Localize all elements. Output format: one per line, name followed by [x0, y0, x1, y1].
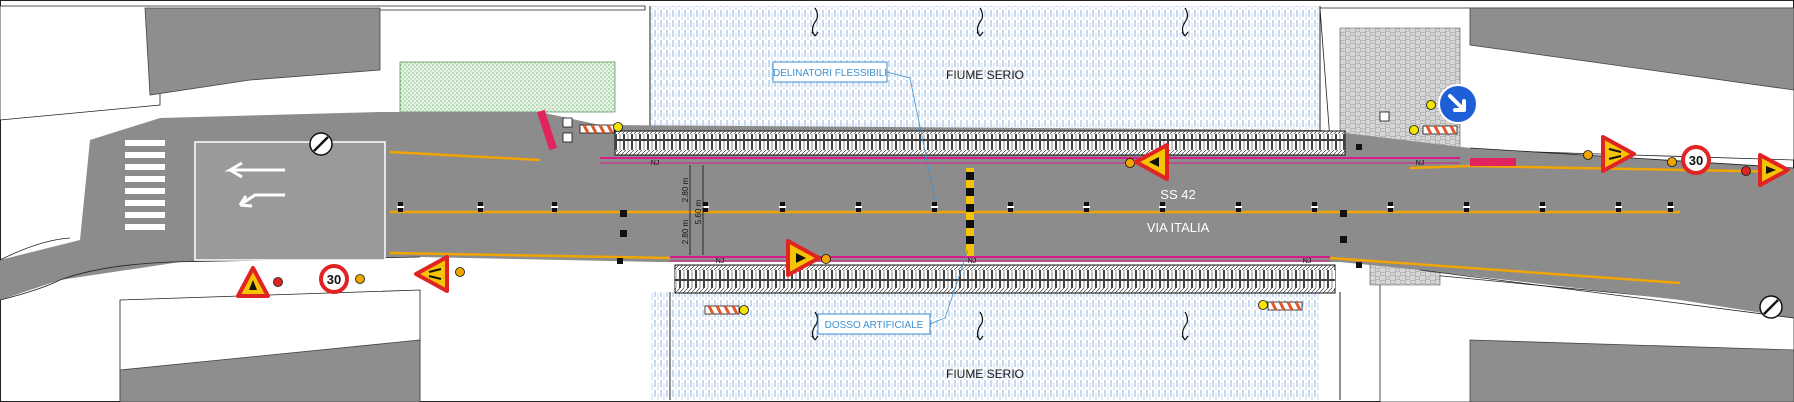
- delineator-post-icon: [931, 202, 938, 212]
- delineator-post-icon: [1667, 202, 1674, 212]
- no-entry-sign-icon: [1759, 295, 1783, 319]
- delineator-post-icon: [855, 202, 862, 212]
- flow-arrow-icon: [811, 311, 819, 341]
- river-label-bottom: FIUME SERIO: [946, 367, 1024, 381]
- delineator-post-icon: [779, 202, 786, 212]
- warning-sign-icon: [236, 266, 270, 298]
- river-label-top: FIUME SERIO: [946, 68, 1024, 82]
- road-name-label: VIA ITALIA: [1147, 220, 1210, 235]
- traffic-light-icon: [739, 305, 749, 315]
- round-signs: [309, 132, 1783, 319]
- dimension-label: 2.80 m: [681, 177, 690, 202]
- traffic-light-icon: [1125, 158, 1135, 168]
- delineator-post-icon: [1159, 202, 1166, 212]
- flow-arrow-icon: [811, 7, 819, 37]
- delineator-post-icon: [1539, 202, 1546, 212]
- speed-bump: [966, 168, 974, 258]
- barrier-label: NJ: [1416, 160, 1425, 167]
- delineator-post-icon: [551, 202, 558, 212]
- pedestrian-crossing: [125, 140, 165, 230]
- buildings: [0, 5, 1794, 402]
- flow-arrow-icon: [976, 7, 984, 37]
- barrier-label: NJ: [651, 160, 660, 167]
- dimension-label: 2.80 m: [681, 219, 690, 244]
- speed-limit-value: 30: [1689, 153, 1703, 168]
- lane-dimensions: 2.80 m 2.80 m 5.60 m: [681, 165, 704, 255]
- delineator-post-icon: [1311, 202, 1318, 212]
- flow-arrow-icon: [976, 311, 984, 341]
- speed-limit-value: 30: [327, 272, 341, 287]
- site-furniture: [562, 111, 1390, 268]
- callout-delineators: DELINATORI FLESSIBILI: [772, 61, 936, 201]
- traffic-light-icon: [1258, 300, 1268, 310]
- delineator-post-icon: [397, 202, 404, 212]
- barrier-label: NJ: [716, 258, 725, 265]
- no-entry-sign-icon: [309, 132, 333, 156]
- traffic-light-icon: [613, 122, 623, 132]
- roadwork-barriers: [537, 109, 1516, 315]
- roadwork-barrier-icon: [1267, 301, 1303, 311]
- keep-right-sign: [1438, 84, 1478, 124]
- barrier-label: NJ: [1303, 258, 1312, 265]
- traffic-light-icon: [355, 274, 365, 284]
- traffic-light-icon: [455, 267, 465, 277]
- roadwork-barrier-icon: [579, 124, 615, 134]
- flow-arrow-icon: [1181, 311, 1189, 341]
- traffic-lights: [273, 100, 1751, 315]
- barrier-label: NJ: [968, 258, 977, 265]
- delineator-post-icon: [1083, 202, 1090, 212]
- warning-sign-icon: [1134, 143, 1169, 181]
- warning-sign-icon: [786, 239, 821, 277]
- callout-label: DELINATORI FLESSIBILI: [773, 68, 887, 79]
- dimension-label: 5.60 m: [694, 199, 703, 224]
- warning-sign-icon: [414, 255, 449, 293]
- delineator-post-icon: [1615, 202, 1622, 212]
- traffic-light-icon: [821, 254, 831, 264]
- traffic-light-icon: [1583, 150, 1593, 160]
- roadwork-barrier-icon: [1422, 125, 1458, 135]
- callout-label: DOSSO ARTIFICIALE: [825, 320, 924, 331]
- traffic-light-icon: [1409, 125, 1419, 135]
- delineator-post-icon: [1007, 202, 1014, 212]
- traffic-light-icon: [1667, 157, 1677, 167]
- speed-limit-sign-icon: [1681, 145, 1711, 175]
- delineator-post-icon: [1387, 202, 1394, 212]
- delineator-post-icon: [1463, 202, 1470, 212]
- speed-limit-sign-icon: [319, 264, 349, 294]
- delineator-post-icon: [477, 202, 484, 212]
- speed-limit-sign-right: 30: [1681, 145, 1711, 175]
- warning-sign-icon: [1758, 153, 1790, 187]
- speed-limit-sign-left: 30: [319, 264, 349, 294]
- warning-signs: [236, 135, 1790, 298]
- warning-sign-icon: [1601, 135, 1636, 173]
- road-code-label: SS 42: [1160, 187, 1195, 202]
- flow-arrow-icon: [1181, 7, 1189, 37]
- delineator-post-icon: [1235, 202, 1242, 212]
- traffic-light-icon: [273, 277, 283, 287]
- traffic-light-icon: [1426, 100, 1436, 110]
- callout-speed-bump: DOSSO ARTIFICIALE: [817, 249, 969, 335]
- river: FIUME SERIO FIUME SERIO: [649, 6, 1341, 400]
- traffic-light-icon: [1741, 166, 1751, 176]
- delineator-posts: [397, 202, 1674, 243]
- delineator-post-icon: [702, 202, 709, 212]
- bridge-barrier-south: NJ NJ NJ: [670, 256, 1336, 294]
- roadwork-barrier-icon: [704, 305, 740, 315]
